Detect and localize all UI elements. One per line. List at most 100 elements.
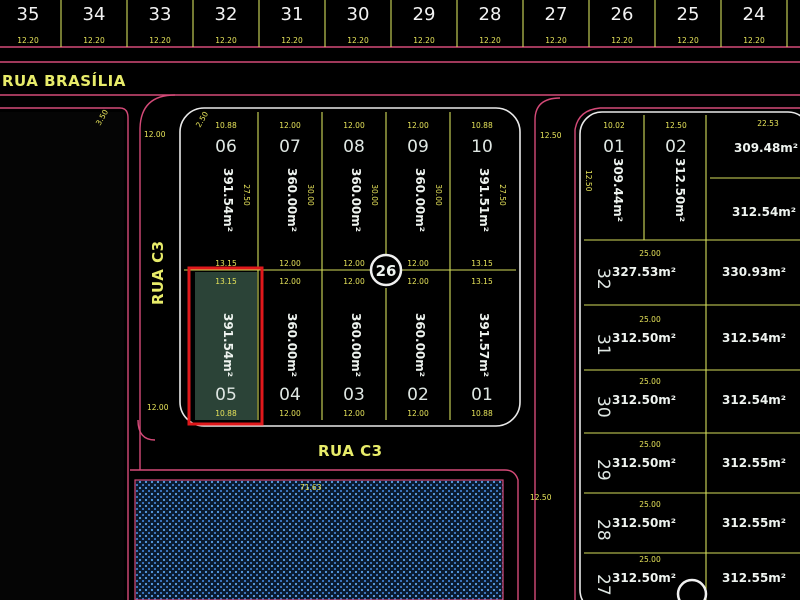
lot-number: 10 [471,137,493,157]
lot-number: 07 [279,137,301,157]
lot-05-selection-frame[interactable] [187,266,264,426]
lot-area: 312.50m² [612,571,676,585]
lot-number: 09 [407,137,429,157]
lot-area: 327.53m² [612,265,676,279]
row-width: 25.00 [639,249,661,258]
top-lot-width: 12.20 [677,36,699,45]
lot-width-bottom: 10.88 [215,409,237,418]
lot-width-top: 12.50 [665,121,687,130]
street-label-rua-c3-bottom: RUA C3 [318,442,383,460]
lot-area: 391.51m² [477,168,491,232]
lot-width-top: 10.88 [471,121,493,130]
lot-depth: 27.50 [498,184,507,206]
lot-width-top: 12.00 [279,121,301,130]
lot-05-fill [195,272,257,420]
top-lot-number: 31 [281,4,304,25]
lot-width-bottom: 10.88 [471,409,493,418]
central-block-lot-lines [184,112,516,420]
lot-depth: 27.50 [242,184,251,206]
top-lot-width: 12.20 [281,36,303,45]
lot-area: 312.54m² [722,331,786,345]
dim-label: 12.50 [530,493,552,502]
top-lot-width: 12.20 [545,36,567,45]
top-lot-width: 12.20 [743,36,765,45]
lot-width-top: 12.00 [407,121,429,130]
top-lot-number: 29 [413,4,436,25]
lot-width-mid: 12.00 [343,259,365,268]
lot-area: 330.93m² [722,265,786,279]
lot-number: 04 [279,385,301,405]
lot-area: 312.50m² [673,158,687,222]
green-area-hatch [134,479,504,600]
lot-area: 312.50m² [612,456,676,470]
lot-number: 28 [593,519,613,541]
central-block-outline [179,107,521,427]
lot-width-bottom: 12.00 [407,409,429,418]
lot-area: 309.48m² [734,141,798,155]
lot-area: 312.50m² [612,393,676,407]
lot-number: 31 [593,334,613,356]
street-label-rua-c3-vertical: RUA C3 [149,240,167,305]
dim-label: 12.00 [147,403,169,412]
top-lot-width: 12.20 [149,36,171,45]
lot-area: 312.55m² [722,516,786,530]
street-boundaries [0,61,800,600]
lot-number: 05 [215,385,237,405]
lot-depth: 30.00 [370,184,379,206]
lot-number: 02 [407,385,429,405]
node-marker-26[interactable]: 26 [369,253,403,287]
lot-area: 360.00m² [413,168,427,232]
lot-width-mid-below: 13.15 [471,277,493,286]
corner-dim: 2.50 [194,110,210,129]
lot-width-top: 10.88 [215,121,237,130]
lot-area: 312.50m² [612,516,676,530]
row-width: 25.00 [639,555,661,564]
lot-width-bottom: 12.00 [343,409,365,418]
lot-area: 360.00m² [349,313,363,377]
lot-area: 312.50m² [612,331,676,345]
top-lot-width: 12.20 [17,36,39,45]
lot-area: 360.00m² [349,168,363,232]
side-dim: 12.50 [584,170,593,192]
top-lot-number: 28 [479,4,502,25]
lot-area: 360.00m² [285,313,299,377]
lot-area: 360.00m² [285,168,299,232]
lot-width-mid-below: 12.00 [407,277,429,286]
dim-label: 71.63 [300,483,322,492]
lot-width-top: 10.02 [603,121,625,130]
lot-width-mid: 12.00 [407,259,429,268]
node-label: 26 [376,262,397,280]
right-block [579,111,800,600]
dim-label: 12.00 [144,130,166,139]
top-lot-number: 30 [347,4,370,25]
top-lot-width: 12.20 [611,36,633,45]
row-width: 25.00 [639,500,661,509]
lot-number: 29 [593,459,613,481]
top-lots-row: 3512.203412.203312.203212.203112.203012.… [0,0,800,48]
row-width: 25.00 [639,440,661,449]
lot-area: 312.55m² [722,571,786,585]
top-lot-number: 27 [545,4,568,25]
lot-number: 03 [343,385,365,405]
lot-width-mid: 13.15 [471,259,493,268]
street-label-rua-brasilia: RUA BRASÍLIA [2,71,126,90]
lot-area: 312.54m² [732,205,796,219]
lot-area: 309.44m² [611,158,625,222]
lot-number: 08 [343,137,365,157]
lot-number: 32 [593,268,613,290]
top-lot-width: 12.20 [413,36,435,45]
lot-number: 06 [215,137,237,157]
top-lot-width: 12.20 [215,36,237,45]
top-lot-number: 24 [743,4,766,25]
lot-width-mid: 13.15 [215,259,237,268]
lot-number: 01 [471,385,493,405]
lot-area: 360.00m² [413,313,427,377]
top-lot-number: 26 [611,4,634,25]
dim-label: 12.50 [540,131,562,140]
lot-width-mid-below: 12.00 [279,277,301,286]
lot-number: 01 [603,137,625,157]
lot-area: 312.55m² [722,456,786,470]
lot-depth: 30.00 [306,184,315,206]
top-lot-width: 12.20 [83,36,105,45]
